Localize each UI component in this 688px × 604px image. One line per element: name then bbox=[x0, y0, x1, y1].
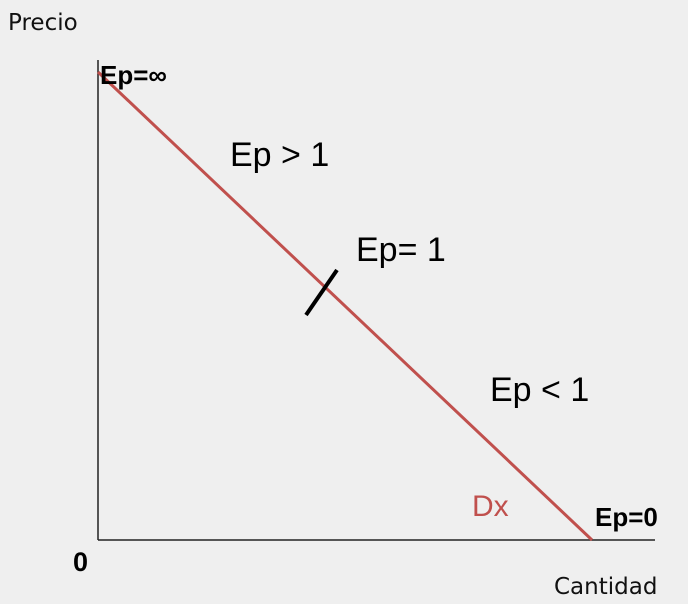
elasticity-unit-label: Ep= 1 bbox=[356, 231, 446, 269]
elasticity-infinite-label: Ep=∞ bbox=[100, 60, 167, 90]
origin-label: 0 bbox=[73, 547, 88, 577]
demand-curve-label: Dx bbox=[472, 490, 509, 523]
demand-curve-line bbox=[96, 70, 594, 542]
x-axis-label: Cantidad bbox=[554, 574, 657, 600]
unit-elasticity-tick bbox=[304, 268, 339, 317]
inelastic-region-label: Ep < 1 bbox=[490, 371, 589, 409]
elasticity-zero-label: Ep=0 bbox=[595, 502, 658, 532]
y-axis-label: Precio bbox=[8, 10, 78, 36]
elastic-region-label: Ep > 1 bbox=[230, 136, 329, 174]
